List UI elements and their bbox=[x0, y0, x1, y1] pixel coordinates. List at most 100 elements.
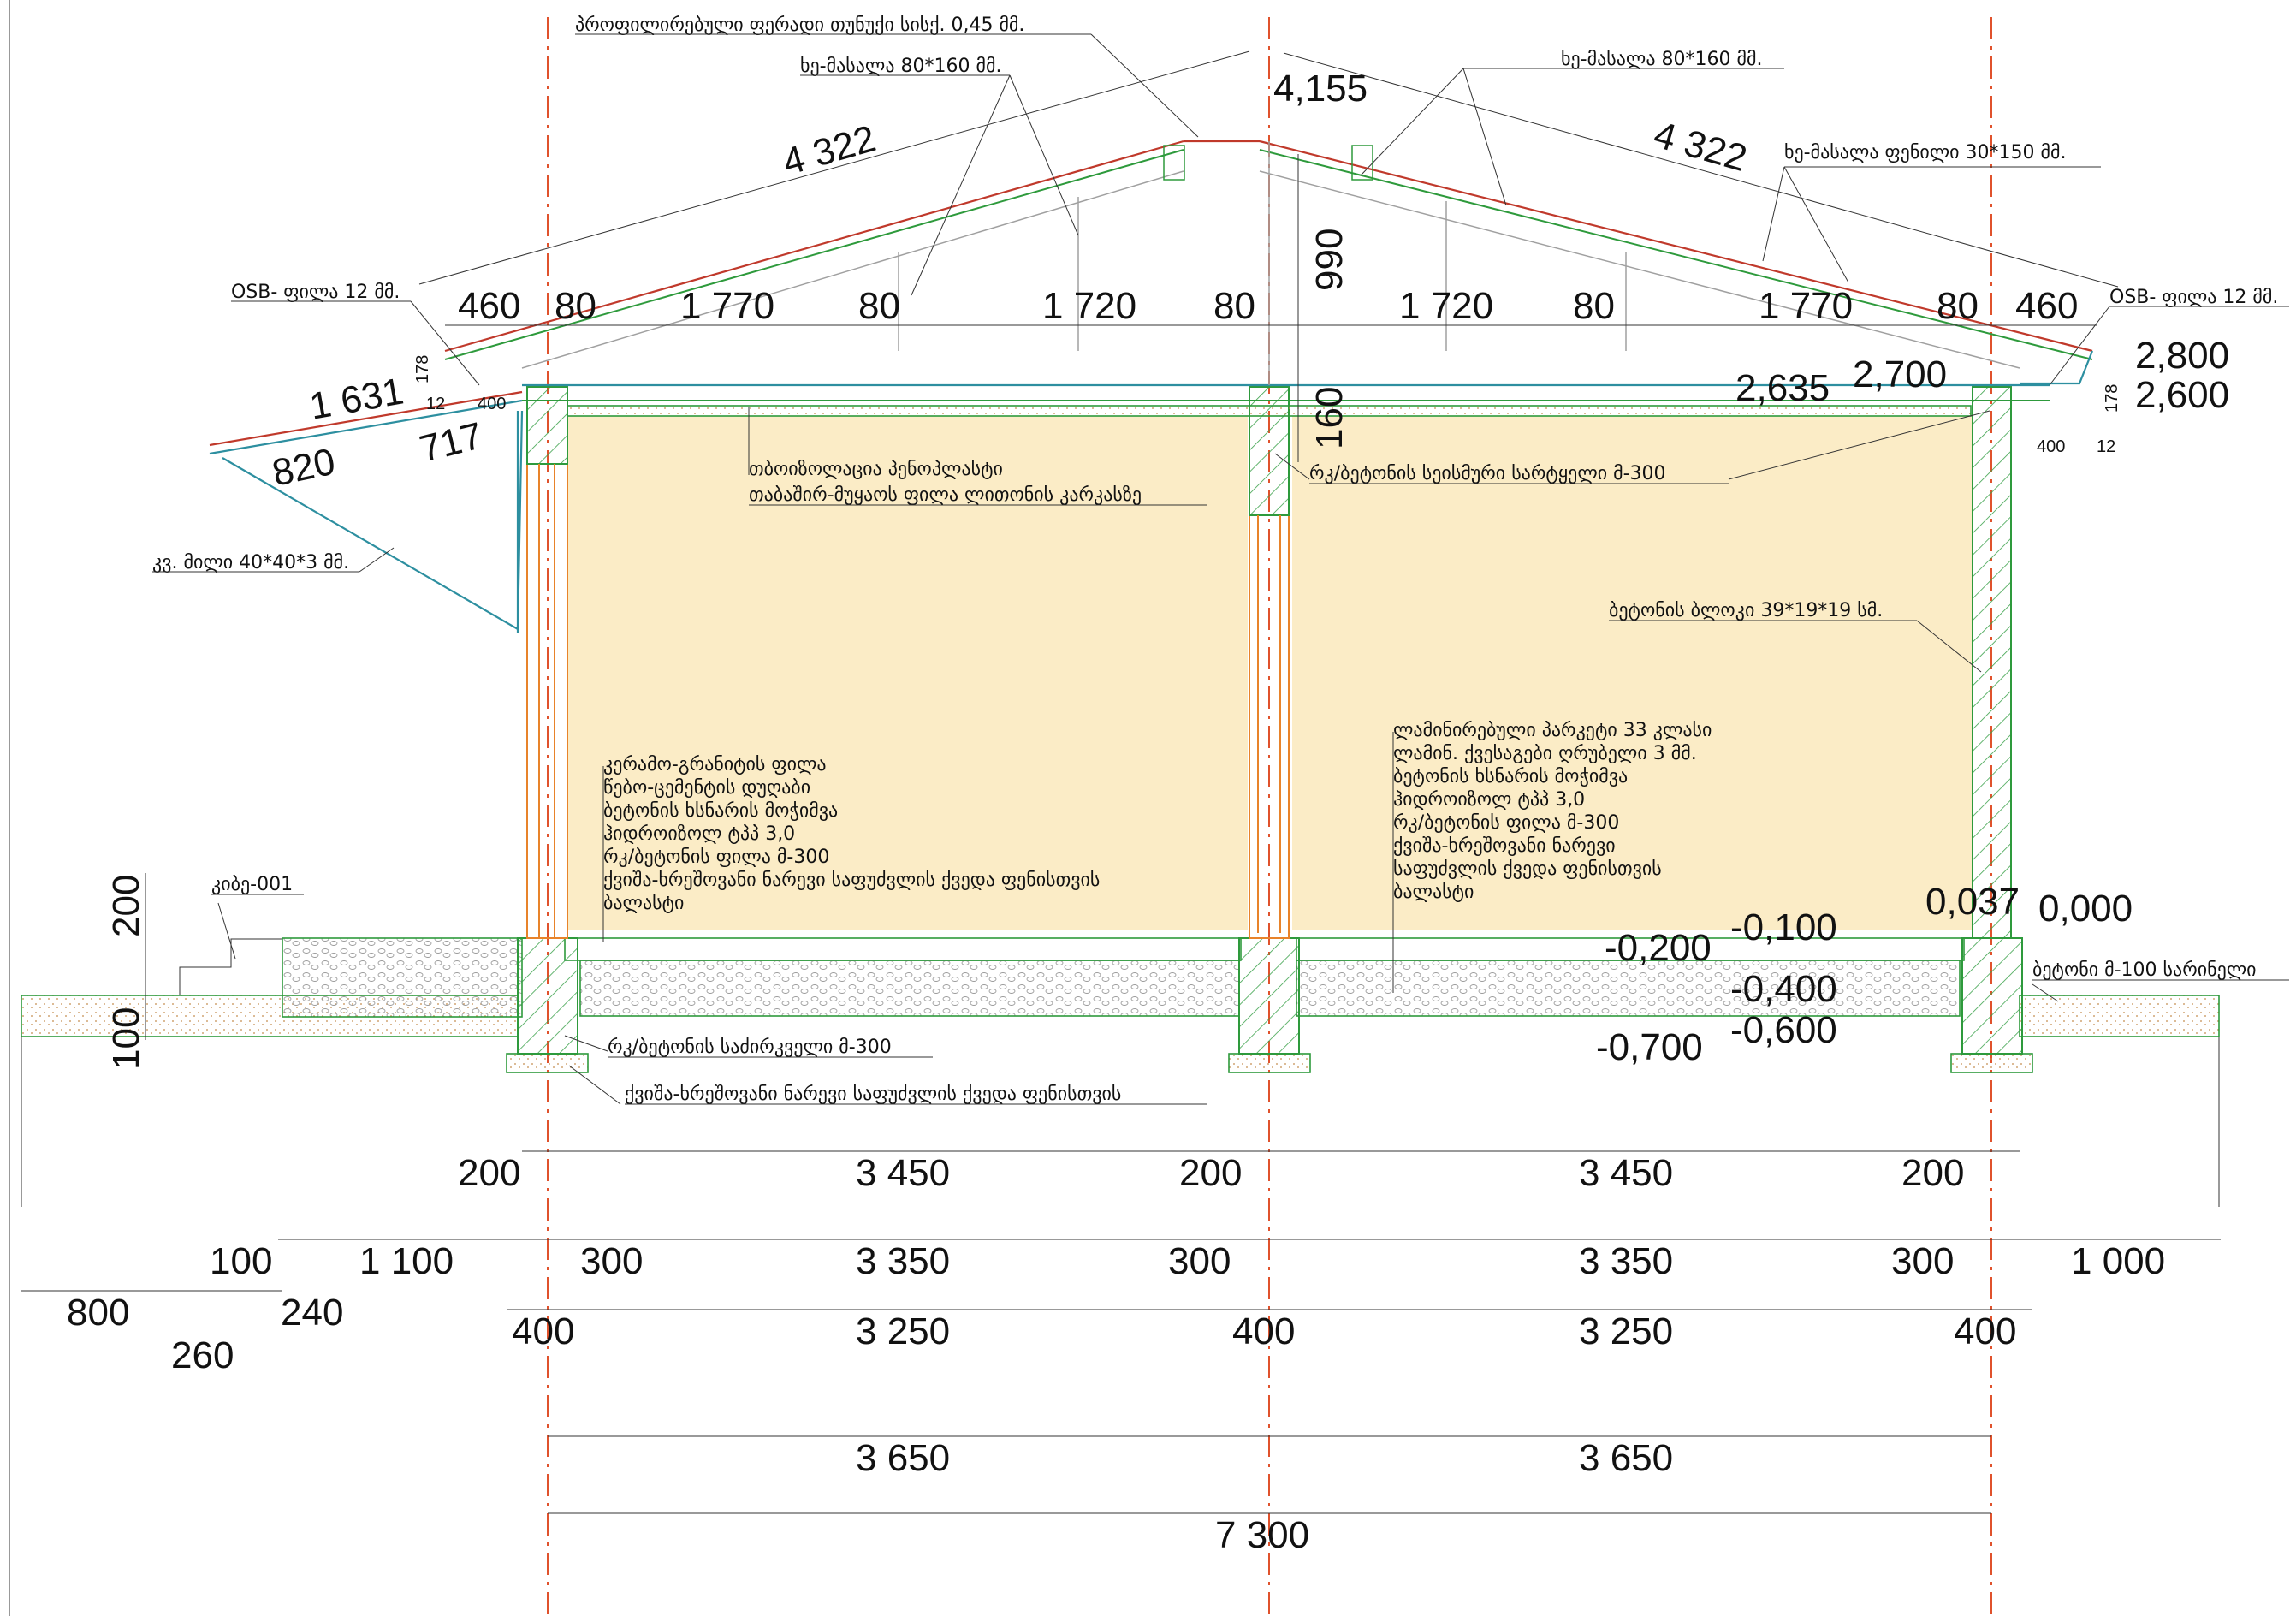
gravel-right bbox=[1296, 960, 1961, 1017]
leader-board-2 bbox=[1783, 166, 1849, 283]
leader-timber-l1 bbox=[911, 74, 1011, 296]
dim-small-400-l: 400 bbox=[478, 395, 506, 413]
dim-overhang-717: 717 bbox=[416, 414, 487, 470]
leader-osb-r bbox=[2049, 306, 2110, 386]
dim-row3-400-a: 400 bbox=[512, 1310, 574, 1352]
floor-right-line-8: ბალასტი bbox=[1393, 882, 1474, 903]
leader-belt bbox=[1728, 410, 1990, 480]
dim-top-1770-r: 1 770 bbox=[1759, 285, 1853, 327]
floor-left-line-7: ბალასტი bbox=[603, 893, 684, 914]
level-floor-finish: 0,037 bbox=[1925, 881, 2020, 923]
dim-row2b-260: 260 bbox=[171, 1334, 234, 1376]
roof-left bbox=[444, 140, 1184, 353]
dim-row4-3650-b: 3 650 bbox=[1579, 1437, 1673, 1479]
leader-timber-r2 bbox=[1462, 68, 1507, 206]
dim-row1-3450-a: 3 450 bbox=[856, 1152, 950, 1194]
level-eave-top: 2,800 bbox=[2135, 335, 2229, 377]
level-floor-zero: 0,000 bbox=[2038, 888, 2133, 930]
dim-overhang-1631: 1 631 bbox=[306, 370, 406, 427]
label-block: ბეტონის ბლოკი 39*19*19 სმ. bbox=[1609, 600, 1883, 621]
foundation-mid bbox=[1238, 937, 1300, 1055]
level-ridge: 4,155 bbox=[1273, 68, 1368, 110]
wall-left-belt bbox=[526, 386, 568, 465]
label-grillage: რკ/ბეტონის საძირკველი მ-300 bbox=[608, 1037, 892, 1058]
label-osb-left: OSB- ფილა 12 მმ. bbox=[231, 282, 400, 303]
dim-top-1720-r: 1 720 bbox=[1399, 285, 1493, 327]
dim-top-80-5: 80 bbox=[1937, 285, 1979, 327]
leader-osb-l bbox=[410, 300, 480, 386]
dim-small-12-l: 12 bbox=[426, 395, 445, 413]
leader-roof-sheet bbox=[1090, 33, 1199, 138]
leader-block bbox=[1916, 620, 1982, 673]
dim-row3-3250-a: 3 250 bbox=[856, 1310, 950, 1352]
rafter-left bbox=[521, 170, 1184, 369]
stair-outline bbox=[179, 938, 282, 995]
label-insulation-2: თაბაშირ-მუყაოს ფილა ლითონის კარკასზე bbox=[749, 484, 1142, 506]
label-insulation-1: თბოიზოლაცია პენოპლასტი bbox=[749, 459, 1003, 480]
purlin-left bbox=[1163, 145, 1185, 181]
floor-right-line-4: ჰიდროიზოლ ტპპ 3,0 bbox=[1393, 789, 1585, 811]
dim-row1-3450-b: 3 450 bbox=[1579, 1152, 1673, 1194]
floor-left-line-4: ჰიდროიზოლ ტპპ 3,0 bbox=[603, 823, 795, 845]
dim-row2-1000: 1 000 bbox=[2071, 1240, 2165, 1282]
dim-small-178-r: 178 bbox=[2103, 384, 2121, 413]
dim-top-80-2: 80 bbox=[858, 285, 900, 327]
floor-right-line-7: საფუძვლის ქვედა ფენისთვის bbox=[1393, 858, 1662, 880]
label-stair: კიბე-001 bbox=[211, 874, 293, 895]
dim-line-rafter-l bbox=[418, 50, 1250, 285]
label-base-mix: ქვიშა-ხრეშოვანი ნარევი საფუძვლის ქვედა ფ… bbox=[625, 1084, 1121, 1105]
leader-timber-r1 bbox=[1360, 68, 1464, 176]
floor-right-line-3: ბეტონის ხსნარის მოჭიმვა bbox=[1393, 766, 1628, 787]
label-seismic-belt: რკ/ბეტონის სეისმური სარტყელი მ-300 bbox=[1309, 463, 1666, 484]
label-timber-right: ხე-მასალა 80*160 მმ. bbox=[1561, 49, 1762, 70]
floor-right-line-5: რკ/ბეტონის ფილა მ-300 bbox=[1393, 812, 1619, 834]
room-right-fill bbox=[1292, 416, 1973, 930]
leader-grillage bbox=[564, 1035, 608, 1052]
dim-row2b-800: 800 bbox=[67, 1292, 129, 1334]
ground-layer-right bbox=[2019, 995, 2220, 1037]
dim-belt-160: 160 bbox=[1308, 387, 1350, 449]
dim-top-460-r: 460 bbox=[2015, 285, 2078, 327]
dim-row2-300-a: 300 bbox=[580, 1240, 643, 1282]
dim-top-80-3: 80 bbox=[1213, 285, 1255, 327]
label-blind-area: ბეტონი მ-100 სარინელი bbox=[2032, 960, 2257, 981]
floor-left-line-5: რკ/ბეტონის ფილა მ-300 bbox=[603, 847, 829, 868]
label-timber-left: ხე-მასალა 80*160 მმ. bbox=[800, 56, 1001, 77]
roof-deck-left bbox=[444, 149, 1184, 360]
dim-small-178-l: 178 bbox=[413, 355, 432, 383]
floor-left-line-6: ქვიშა-ხრეშოვანი ნარევი საფუძვლის ქვედა ფ… bbox=[603, 870, 1100, 891]
dim-top-80-4: 80 bbox=[1573, 285, 1615, 327]
dim-row2-1100: 1 100 bbox=[359, 1240, 454, 1282]
eave-right bbox=[2020, 350, 2094, 385]
dim-top-460-l: 460 bbox=[458, 285, 520, 327]
roof-right bbox=[1259, 140, 2093, 353]
wall-right bbox=[1972, 386, 2012, 939]
level-minus-200: -0,200 bbox=[1605, 927, 1712, 969]
dim-row2-300-c: 300 bbox=[1891, 1240, 1954, 1282]
dim-top-80-1: 80 bbox=[555, 285, 596, 327]
porch-slab bbox=[282, 937, 523, 1018]
dim-row2b-240: 240 bbox=[281, 1292, 343, 1334]
dim-top-1770-l: 1 770 bbox=[680, 285, 774, 327]
footing-right bbox=[1950, 1053, 2033, 1073]
leader-board-1 bbox=[1762, 166, 1785, 262]
foundation-right bbox=[1961, 937, 2023, 1055]
leader-belt-2 bbox=[1274, 453, 1310, 480]
dim-top-1720-l: 1 720 bbox=[1042, 285, 1136, 327]
dim-small-12-r: 12 bbox=[2097, 437, 2115, 456]
dim-rafter-left: 4 322 bbox=[778, 117, 880, 183]
floor-left-line-1: კერამო-გრანიტის ფილა bbox=[603, 754, 827, 775]
leader-blind bbox=[2032, 983, 2059, 1002]
label-timber-board: ხე-მასალა ფენილი 30*150 მმ. bbox=[1784, 142, 2066, 163]
footing-left bbox=[506, 1053, 589, 1073]
dim-row1-200-b: 200 bbox=[1179, 1152, 1242, 1194]
roof-deck-right bbox=[1259, 149, 2093, 360]
dim-step-200: 200 bbox=[105, 875, 147, 937]
dim-row3-400-c: 400 bbox=[1954, 1310, 2016, 1352]
dim-overhang-820: 820 bbox=[269, 441, 339, 495]
foundation-left bbox=[517, 937, 578, 1055]
label-angle: კვ. მილი 40*40*3 მმ. bbox=[152, 552, 349, 573]
level-belt-bottom: 2,635 bbox=[1735, 367, 1830, 409]
rafter-right bbox=[1259, 170, 2020, 369]
